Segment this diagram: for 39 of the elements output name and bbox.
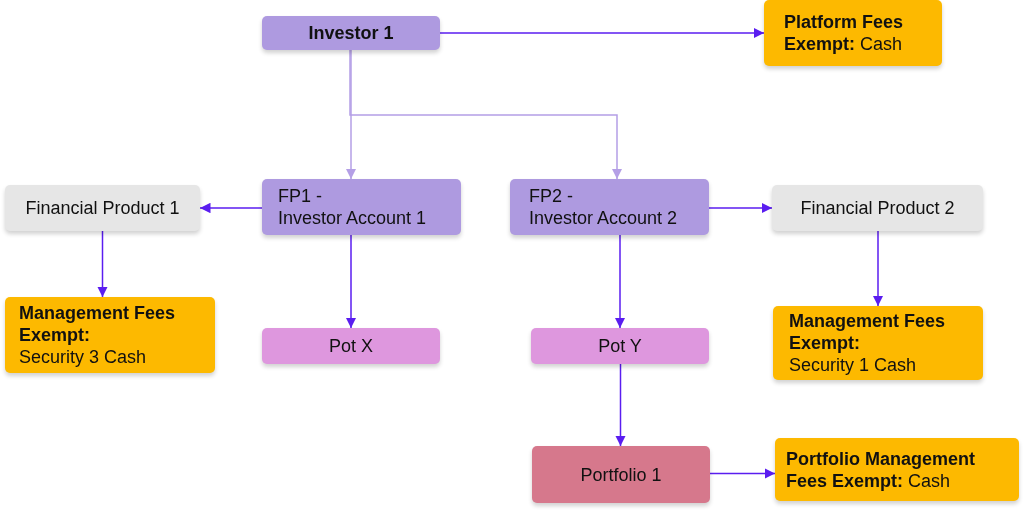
node-label: FP2 -	[529, 185, 574, 207]
arrow	[97, 230, 108, 298]
arrow	[199, 202, 263, 214]
arrow	[708, 202, 773, 214]
process-box	[531, 328, 709, 364]
process-box	[262, 179, 461, 235]
arrow	[345, 234, 357, 329]
node-label: Portfolio 1	[579, 463, 663, 486]
node-label: Management Fees Exempt:	[789, 310, 947, 354]
note-box	[764, 0, 942, 66]
note-box	[775, 438, 1019, 501]
arrow	[872, 230, 884, 307]
process-box	[532, 446, 710, 503]
node-label: Security 3 Cash	[19, 346, 148, 368]
note-box	[773, 306, 983, 380]
node-label: Management Fees Exempt:	[19, 302, 177, 346]
node-label: Financial Product 1	[24, 197, 181, 219]
arrow	[709, 468, 776, 479]
node-label: Investor Account 1	[278, 207, 428, 229]
process-box	[262, 16, 440, 50]
process-box	[262, 328, 440, 364]
process-box	[510, 179, 709, 235]
node-label: Financial Product 2	[799, 197, 956, 219]
process-box	[772, 185, 983, 231]
node-label: Investor Account 2	[529, 207, 679, 229]
node-label: Investor 1	[307, 22, 395, 44]
note-box	[5, 297, 215, 373]
node-label: FP1 -	[278, 185, 323, 207]
node-label: Security 1 Cash	[789, 354, 918, 376]
process-box	[5, 185, 200, 231]
node-label: Portfolio Management Fees Exempt: Cash	[786, 447, 976, 492]
arrow	[614, 234, 626, 329]
node-label: Pot X	[328, 335, 374, 357]
arrow	[439, 27, 765, 39]
node-label: Pot Y	[597, 335, 643, 357]
arrow	[349, 49, 623, 180]
arrow	[345, 49, 357, 180]
node-label: Platform Fees Exempt: Cash	[784, 11, 905, 55]
arrow	[615, 363, 626, 447]
